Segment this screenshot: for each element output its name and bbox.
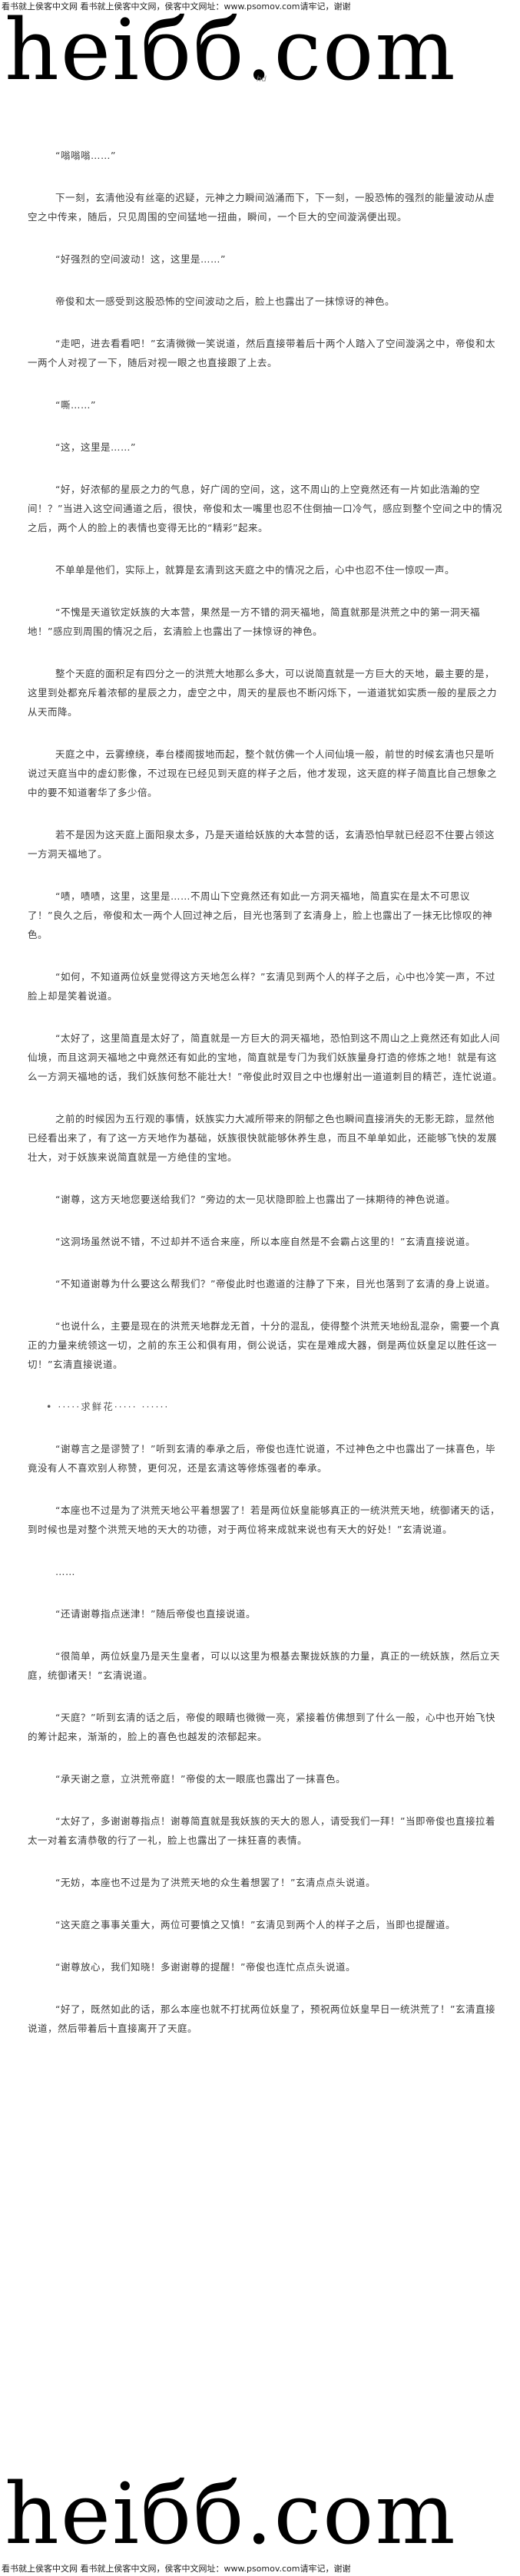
chapter-paragraph: ……: [55, 1566, 75, 1577]
site-logo-bottom: heiбб.com: [5, 2465, 457, 2563]
site-header-banner: 看书就上侯客中文网 看书就上侯客中文网，侯客中文网址：www.psomov.co…: [2, 2, 351, 12]
chapter-paragraph: “好强烈的空间波动！这，这里是……”: [55, 253, 226, 265]
chapter-paragraph: 下一刻，玄清他没有丝毫的迟疑，元神之力瞬间汹涌而下，下一刻，一股恐怖的强烈的能量…: [28, 192, 495, 223]
chapter-paragraph: “不知道谢尊为什么要这么帮我们？”帝俊此时也邀道的注静了下来，目光也落到了玄清的…: [55, 1278, 495, 1290]
chapter-paragraph: “本座也不过是为了洪荒天地公平着想罢了！若是两位妖皇能够真正的一统洪荒天地，统御…: [28, 1504, 500, 1535]
chapter-paragraph: • ·····求鲜花····· ······: [46, 1401, 170, 1412]
chapter-paragraph: “谢尊放心，我们知晓！多谢谢尊的提醒！”帝俊也连忙点点头说道。: [55, 1961, 356, 1973]
chapter-paragraph: “嘶……”: [55, 399, 96, 411]
site-logo-top: heiбб.com: [5, 1, 457, 99]
chapter-paragraph: “谢尊，这方天地您要送给我们？”旁边的太一见状隐即脸上也露出了一抹期待的神色说道…: [55, 1194, 455, 1205]
chapter-paragraph: 整个天庭的面积足有四分之一的洪荒大地那么多大，可以说简直就是一方巨大的天地，最主…: [28, 668, 498, 718]
chapter-paragraph: “也说什么，主要是现在的洪荒天地群龙无首，十分的混乱，使得整个洪荒天地纷乱混杂，…: [28, 1320, 500, 1370]
watermark-stamp: hd: [257, 75, 267, 84]
chapter-paragraph: “很简单，两位妖皇乃是天生皇者，可以以这里为根基去聚拢妖族的力量，真正的一统妖族…: [28, 1650, 500, 1681]
chapter-body: “嗡嗡嗡……” 下一刻，玄清他没有丝毫的迟疑，元神之力瞬间汹涌而下，下一刻，一股恐…: [28, 146, 504, 2061]
chapter-paragraph: “太好了，这里简直是太好了，简直就是一方巨大的洞天福地，恐怕到这不周山之上竟然还…: [28, 1032, 502, 1082]
chapter-paragraph: “好，好浓郁的星辰之力的气息，好广阔的空间，这，这不周山的上空竟然还有一片如此浩…: [28, 484, 502, 533]
chapter-paragraph: “这洞场虽然说不错，不过却并不适合来座，所以本座自然是不会霸占这里的！”玄清直接…: [55, 1236, 475, 1247]
chapter-paragraph: 之前的时候因为五行观的事情，妖族实力大减所带来的阴郁之色也瞬间直接消失的无影无踪…: [28, 1113, 498, 1163]
chapter-paragraph: “天庭？”听到玄清的话之后，帝俊的眼睛也微微一亮，紧接着仿佛想到了什么一般，心中…: [28, 1712, 495, 1742]
chapter-paragraph: “谢尊言之是谬赞了！”听到玄清的奉承之后，帝俊也连忙说道，不过神色之中也露出了一…: [28, 1443, 495, 1474]
chapter-paragraph: 天庭之中，云雾缭绕，奉台楼阁拔地而起，整个就仿佛一个人间仙境一般，前世的时候玄清…: [28, 748, 498, 798]
chapter-paragraph: “好了，既然如此的话，那么本座也就不打扰两位妖皇了，预祝两位妖皇早日一统洪荒了！…: [28, 2003, 495, 2034]
chapter-paragraph: “还请谢尊指点迷津！”随后帝俊也直接说道。: [55, 1608, 256, 1620]
chapter-paragraph: “走吧，进去看看吧！”玄清微微一笑说道，然后直接带着后十两个人踏入了空间漩涡之中…: [28, 338, 495, 368]
chapter-paragraph: “太好了，多谢谢尊指点！谢尊简直就是我妖族的天大的恩人，请受我们一拜！”当即帝俊…: [28, 1815, 495, 1846]
site-footer-banner: 看书就上侯客中文网 看书就上侯客中文网，侯客中文网址：www.psomov.co…: [2, 2564, 351, 2574]
chapter-paragraph: “承天谢之意，立洪荒帝庭！”帝俊的太一眼底也露出了一抹喜色。: [55, 1773, 346, 1785]
chapter-paragraph: “不愧是天道钦定妖族的大本营，果然是一方不错的洞天福地，简直就那是洪荒之中的第一…: [28, 606, 480, 637]
chapter-paragraph: “无妨，本座也不过是为了洪荒天地的众生着想罢了！”玄清点点头说道。: [55, 1877, 376, 1888]
chapter-paragraph: 帝俊和太一感受到这股恐怖的空间波动之后，脸上也露出了一抹惊讶的神色。: [55, 296, 396, 307]
chapter-paragraph: “这，这里是……”: [55, 441, 136, 453]
chapter-paragraph: 若不是因为这天庭上面阳泉太多，乃是天道给妖族的大本营的话，玄清恐怕早就已经忍不住…: [28, 829, 495, 860]
chapter-paragraph: 不单单是他们，实际上，就算是玄清到这天庭之中的情况之后，心中也忍不住一惊叹一声。: [55, 564, 455, 576]
chapter-paragraph: “如何，不知道两位妖皇觉得这方天地怎么样？”玄清见到两个人的样子之后，心中也冷笑…: [28, 971, 495, 1002]
chapter-paragraph: “嗡嗡嗡……”: [55, 150, 116, 161]
chapter-paragraph: “啧，啧啧，这里，这里是……不周山下空竟然还有如此一方洞天福地，简直实在是太不可…: [28, 890, 492, 940]
chapter-paragraph: “这天庭之事事关重大，两位可要慎之又慎！”玄清见到两个人的样子之后，当即也提醒道…: [55, 1919, 455, 1930]
